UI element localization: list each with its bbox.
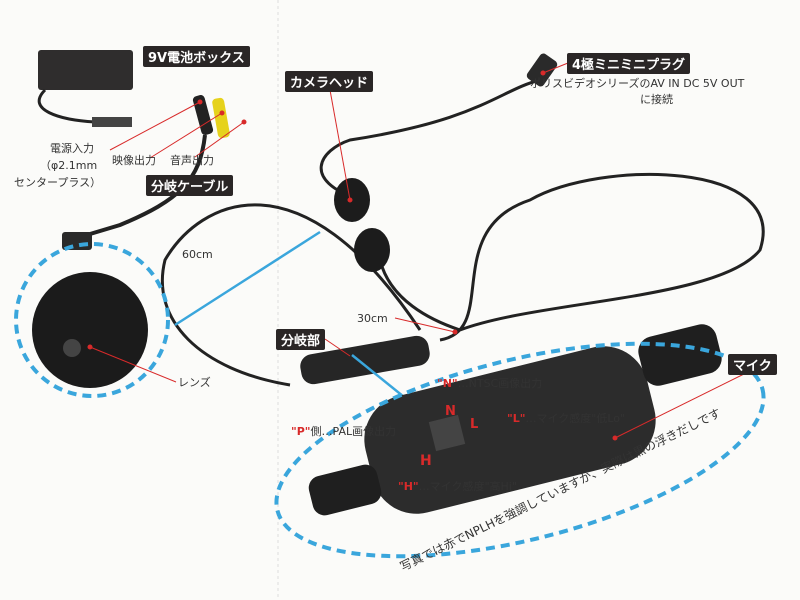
n-key: "N" — [437, 377, 458, 390]
n-mark: N — [445, 404, 456, 419]
h-switch-label: "H"…マイク感度"高Hi" — [398, 478, 517, 495]
branch-unit-label: 分岐部 — [276, 329, 326, 350]
h-key: "H" — [398, 480, 419, 493]
leader-lines — [87, 62, 745, 441]
lens-label: レンズ — [178, 376, 211, 389]
lens-icon — [63, 339, 81, 357]
n-switch-label: "N"…NTSC画像出力 — [437, 375, 542, 392]
l-desc: …マイク感度"低Lo" — [525, 412, 626, 425]
camera-head-label: カメラヘッド — [285, 71, 374, 92]
l-key: "L" — [507, 412, 526, 425]
mini-plug — [526, 53, 558, 87]
mic-unit — [364, 346, 656, 514]
branch-cable-label: 分岐ケーブル — [146, 175, 234, 196]
l-switch-label: "L"…マイク感度"低Lo" — [507, 410, 625, 427]
dc-plug — [92, 117, 132, 127]
power-in-polarity: センタープラス） — [14, 176, 102, 189]
p-desc: 側…PAL画像出力 — [310, 425, 397, 438]
p-key: "P" — [291, 425, 311, 438]
earbud — [354, 228, 390, 272]
branch-unit — [300, 335, 430, 385]
h-desc: …マイク感度"高Hi" — [418, 480, 517, 493]
battery-box-label: 9V電池ボックス — [143, 46, 250, 67]
power-in-spec: （φ2.1mm — [40, 159, 98, 172]
rca-black — [192, 95, 214, 135]
l-mark: L — [470, 417, 478, 432]
dip-switch — [428, 414, 466, 452]
rca-yellow — [212, 97, 230, 139]
battery-box — [38, 50, 133, 90]
h-mark: H — [420, 453, 432, 469]
video-out-label: 映像出力 — [112, 154, 156, 167]
plug-note-1: ポリスビデオシリーズのAV IN DC 5V OUT — [530, 77, 745, 90]
camera-highlight-circle — [14, 242, 170, 398]
length-60-label: 60cm — [182, 248, 213, 261]
n-desc: …NTSC画像出力 — [457, 377, 543, 390]
plug-label: 4極ミニミニプラグ — [567, 53, 691, 74]
mic-highlight-ellipse — [274, 341, 766, 559]
p-switch-label: "P"側…PAL画像出力 — [291, 423, 396, 440]
length-30-label: 30cm — [357, 312, 388, 325]
power-in-label: 電源入力 — [50, 142, 94, 155]
audio-out-label: 音声出力 — [170, 154, 214, 167]
mic-label: マイク — [728, 354, 777, 375]
plug-note-2: に接続 — [640, 93, 673, 106]
camera-ball — [32, 272, 148, 388]
